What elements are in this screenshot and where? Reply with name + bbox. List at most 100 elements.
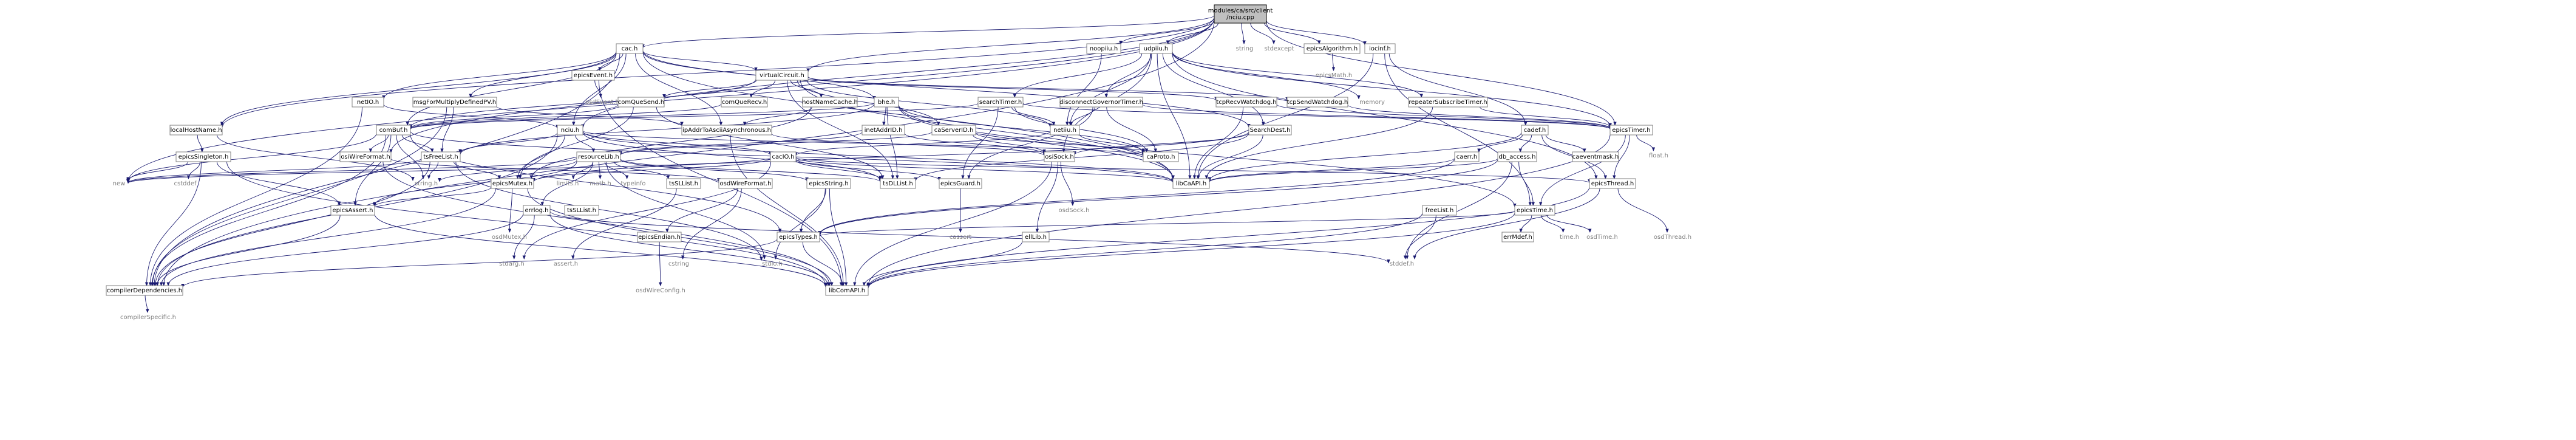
node-label: bhe.h	[878, 99, 895, 106]
node-osiSock-h[interactable]: osiSock.h	[1044, 151, 1075, 162]
edge-cacIO_h-to-new	[128, 157, 771, 184]
edge-tsSLList_h-to-assert_h	[573, 188, 677, 259]
node-box	[874, 97, 899, 108]
edge-udpiiu_h-to-repeaterSubscribeTimer_h	[1172, 51, 1421, 97]
node-caeventmask-h[interactable]: caeventmask.h	[1572, 151, 1619, 162]
node-epicsSingleton-h[interactable]: epicsSingleton.h	[175, 151, 231, 162]
node-label: compilerSpecific.h	[120, 314, 176, 321]
node-label: string	[1236, 46, 1254, 52]
node-label: errMdef.h	[1503, 234, 1532, 241]
node-netiiu-h[interactable]: netiiu.h	[1050, 125, 1080, 136]
edge-errlog_h-to-stdarg_h	[514, 215, 535, 259]
node-compilerDependencies-h[interactable]: compilerDependencies.h	[106, 285, 183, 296]
node-float-h: float.h	[1649, 153, 1668, 159]
node-repeaterSubscribeTimer-h[interactable]: repeaterSubscribeTimer.h	[1408, 97, 1488, 108]
node-cacIO-h[interactable]: cacIO.h	[770, 151, 797, 162]
node-osiWireFormat-h2[interactable]: osdWireFormat.h	[718, 178, 773, 189]
node-epicsTime-h[interactable]: epicsTime.h	[1514, 205, 1555, 216]
node-label: ellLib.h	[1025, 234, 1047, 241]
edge-tsFreeList_h-to-stdio_h	[455, 161, 761, 260]
node-netiiu-h-top[interactable]: netIO.h	[352, 97, 384, 108]
node-iocinf-h[interactable]: iocinf.h	[1364, 43, 1396, 54]
node-tsSLList-h2[interactable]: tsSLList.h	[564, 205, 599, 216]
node-libCaAPI-h[interactable]: libCaAPI.h	[1172, 178, 1210, 189]
node-searchTimer-h[interactable]: searchTimer.h	[977, 97, 1024, 108]
node-box	[1609, 125, 1653, 136]
node-tsSLList-h[interactable]: tsSLList.h	[666, 178, 701, 189]
node-epicsMutex-h[interactable]: epicsMutex.h	[491, 178, 534, 189]
node-bhe-h[interactable]: bhe.h	[874, 97, 899, 108]
node-caerr-h[interactable]: caerr.h	[1454, 151, 1480, 162]
node-box	[880, 178, 916, 189]
edge-epicsTimer_h-to-epicsThread_h	[1614, 134, 1630, 179]
node-errMdef-h[interactable]: errMdef.h	[1501, 232, 1534, 242]
node-ellLib-h[interactable]: ellLib.h	[1022, 232, 1050, 242]
node-tsFreeList-h[interactable]: tsFreeList.h	[421, 151, 461, 162]
node-nciu-h[interactable]: nciu.h	[557, 125, 583, 136]
node-udpiiu-h[interactable]: udpiiu.h	[1139, 43, 1173, 54]
node-label: new	[113, 180, 126, 187]
node-box	[1572, 151, 1619, 162]
node-tsDLList-h[interactable]: tsDLList.h	[880, 178, 916, 189]
node-caServerID-h[interactable]: caServerID.h	[931, 125, 976, 136]
node-epicsThread-h[interactable]: epicsThread.h	[1589, 178, 1636, 189]
node-box	[931, 125, 976, 136]
edge-bhe_h-to-tsDLList_h	[886, 106, 897, 179]
node-label: iocinf.h	[1369, 46, 1391, 52]
edge-nciu_h-to-caProto_h	[582, 130, 1143, 156]
node-box	[1143, 151, 1179, 162]
node-epicsString-h[interactable]: epicsString.h	[806, 178, 851, 189]
node-osiWireFormat-h[interactable]: osiWireFormat.h	[339, 151, 392, 162]
node-freeList-h[interactable]: freeList.h	[1422, 205, 1457, 216]
edge-epicsTypes_h-to-libComAPI_h	[802, 241, 842, 286]
node-box	[617, 97, 665, 108]
node-ipAddrToAsciiAsynchronous-h[interactable]: ipAddrToAsciiAsynchronous.h	[681, 125, 772, 136]
edge-cacIO_h-to-epicsThread_h	[795, 157, 1589, 183]
node-box	[1422, 205, 1457, 216]
edge-resourceLib_h-to-string_h	[440, 160, 577, 182]
node-label: virtualCircuit.h	[760, 72, 804, 79]
edge-cac_h-to-virtualCircuit_h	[642, 50, 756, 71]
node-box	[1286, 97, 1348, 108]
edge-epicsAssert_h-to-compilerDependencies_h	[157, 215, 341, 286]
edge-epicsTime_h-to-time_h	[1540, 215, 1563, 232]
node-epicsAssert-h[interactable]: epicsAssert.h	[330, 205, 375, 216]
edge-hostNameCache_h-to-ipAddrToAsciiAsynchronous_h	[745, 106, 812, 125]
edge-epicsTime_h-to-osdTime_h	[1546, 215, 1590, 232]
node-epicsGuard-h[interactable]: epicsGuard.h	[939, 178, 982, 189]
node-cac-h[interactable]: cac.h	[616, 43, 644, 54]
node-epicsAlgorithm-h[interactable]: epicsAlgorithm.h	[1303, 43, 1361, 54]
node-errlog-h[interactable]: errlog.h	[523, 205, 551, 216]
node-caProto-h[interactable]: caProto.h	[1143, 151, 1179, 162]
node-SearchDest-h[interactable]: SearchDest.h	[1248, 125, 1292, 136]
node-virtualCircuit-h[interactable]: virtualCircuit.h	[755, 70, 809, 81]
node-localHostName-h[interactable]: localHostName.h	[169, 125, 223, 136]
node-hostNameCache-h[interactable]: hostNameCache.h	[802, 97, 858, 108]
node-tcpRecvWatchdog-h[interactable]: tcpRecvWatchdog.h	[1215, 97, 1277, 108]
node-comQueRecv-h[interactable]: comQueRecv.h	[721, 97, 768, 108]
node-noopiiu-h[interactable]: noopiiu.h	[1086, 43, 1121, 54]
node-box	[1022, 232, 1050, 242]
node-resourceLib-h[interactable]: resourceLib.h	[576, 151, 621, 162]
node-box	[1454, 151, 1480, 162]
edge-nciu_h-to-tsDLList_h	[582, 132, 880, 180]
node-epicsEndian-h[interactable]: epicsEndian.h	[637, 232, 682, 242]
node-comQueSend-h[interactable]: comQueSend.h	[617, 97, 665, 108]
node-cadef-h[interactable]: cadef.h	[1521, 125, 1549, 136]
edge-osiSock_h-to-osdSock_h	[1060, 161, 1073, 205]
node-libComAPI-h[interactable]: libComAPI.h	[825, 285, 869, 296]
node-msgForMultiplyDefinedPV-h[interactable]: msgForMultiplyDefinedPV.h	[412, 97, 497, 108]
node-disconnectGovernorTimer-h[interactable]: disconnectGovernorTimer.h	[1059, 97, 1143, 108]
node-inetAddrID-h[interactable]: inetAddrID.h	[861, 125, 905, 136]
node-epicsTimer-h[interactable]: epicsTimer.h	[1609, 125, 1653, 136]
node-box	[1044, 151, 1075, 162]
edge-repeaterSubscribeTimer_h-to-epicsTimer_h	[1480, 106, 1610, 127]
node-db-access-h[interactable]: db_access.h	[1497, 151, 1537, 162]
node-epicsEvent-h[interactable]: epicsEvent.h	[571, 70, 615, 81]
node-epicsTypes-h[interactable]: epicsTypes.h	[777, 232, 820, 242]
node-cstddef: cstddef	[174, 180, 197, 187]
node-box	[1086, 43, 1121, 54]
node-label: comBuf.h	[379, 127, 408, 134]
node-comBuf-h[interactable]: comBuf.h	[376, 125, 411, 136]
node-tcpSendWatchdog-h[interactable]: tcpSendWatchdog.h	[1286, 97, 1348, 108]
